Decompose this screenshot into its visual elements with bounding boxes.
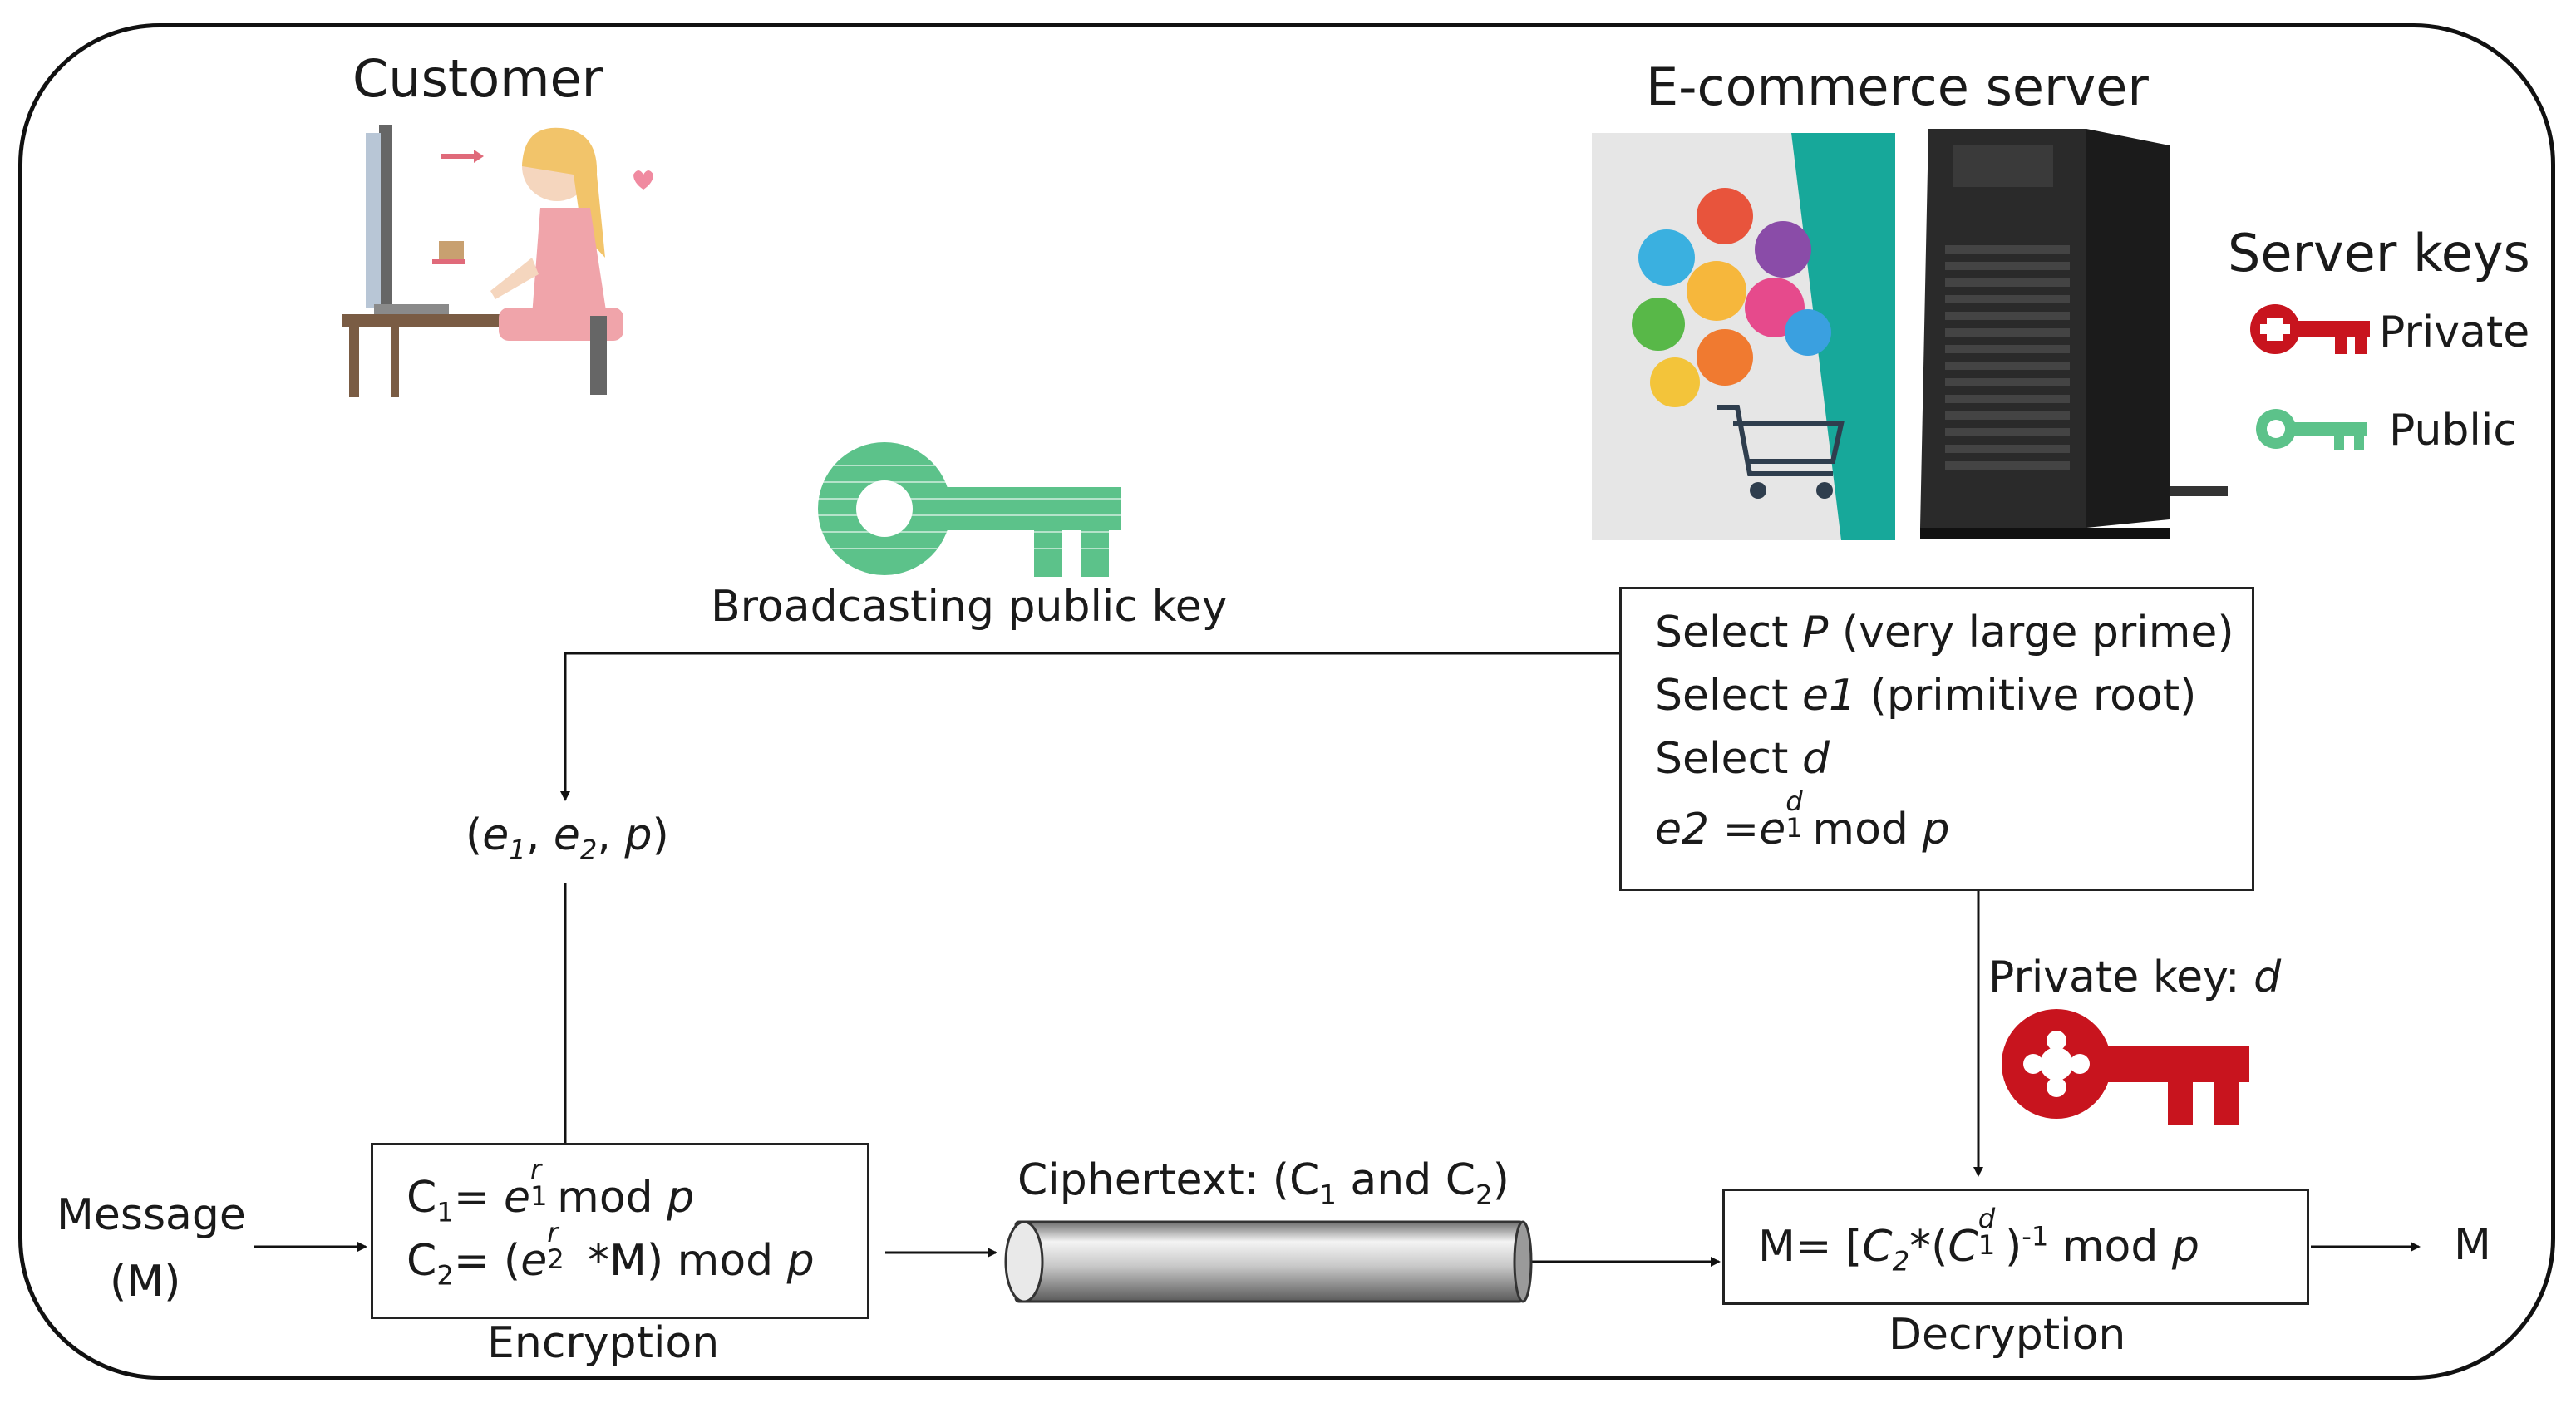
broadcast-label: Broadcasting public key (711, 582, 1228, 632)
ciphertext-label: Ciphertext: (C1 and C2) (1017, 1155, 1510, 1211)
server-keys-title: Server keys (2228, 223, 2530, 283)
keygen-line-prime: Select P (very large prime) (1655, 608, 2234, 657)
ciphertext-channel (1004, 1220, 1533, 1303)
private-key-legend-label: Private (2379, 308, 2530, 357)
public-key-legend-icon (2256, 409, 2367, 450)
public-key-icon (816, 442, 1121, 577)
message-label: Message (57, 1190, 246, 1240)
server-tower-illustration (1920, 129, 2228, 539)
keygen-line-root: Select e1 (primitive root) (1655, 671, 2197, 721)
encryption-caption: Encryption (487, 1318, 720, 1368)
decryption-caption: Decryption (1889, 1310, 2126, 1360)
key-generation-box: Select P (very large prime) Select e1 (p… (1619, 587, 2254, 891)
diagram-frame (18, 23, 2555, 1380)
private-key-label: Private key: d (1988, 953, 2282, 1002)
output-message: M (2454, 1220, 2491, 1270)
broadcast-arrow (560, 652, 1621, 801)
public-key-legend-label: Public (2389, 406, 2517, 455)
private-key-legend-icon (2250, 304, 2370, 354)
private-key-icon (2002, 1009, 2249, 1125)
keygen-line-d: Select d (1655, 734, 1830, 784)
customer-title: Customer (352, 48, 603, 109)
server-title: E-commerce server (1646, 57, 2149, 117)
public-key-tuple: (e1, e2, p) (465, 810, 669, 866)
ecommerce-illustration (1592, 133, 1895, 540)
customer-illustration (342, 125, 653, 397)
message-symbol: (M) (110, 1257, 181, 1307)
